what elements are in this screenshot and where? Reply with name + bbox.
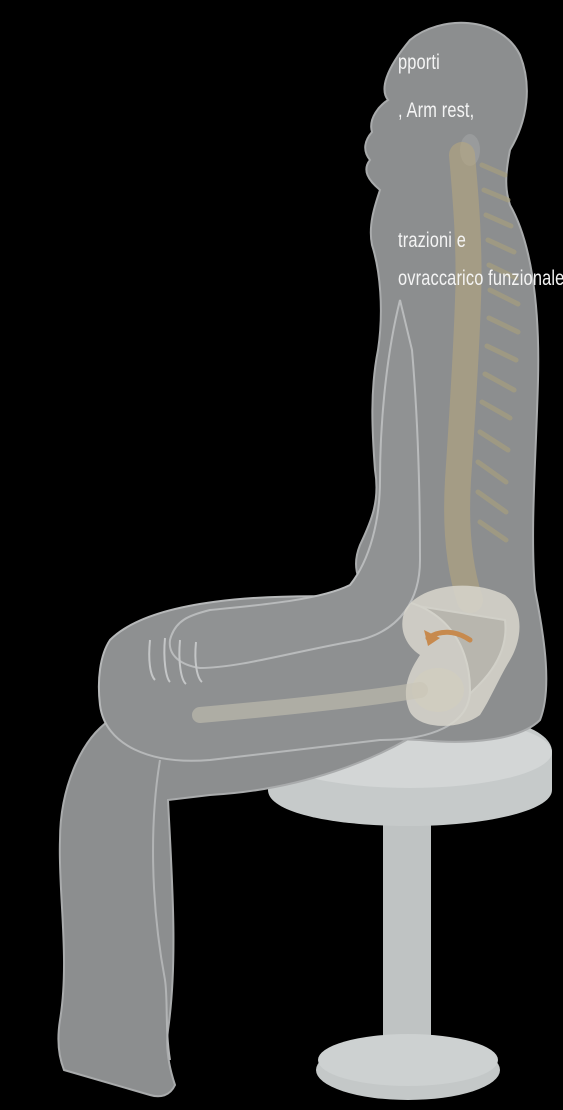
spine-column [457,155,470,600]
text-line-2: , Arm rest, [398,98,474,124]
text-line-3: trazioni e [398,228,466,254]
text-line-4: ovraccarico funzionale. [398,266,563,292]
stool-base-top [318,1034,498,1086]
text-line-1: pporti [398,50,440,76]
stool-leg [383,790,431,1060]
